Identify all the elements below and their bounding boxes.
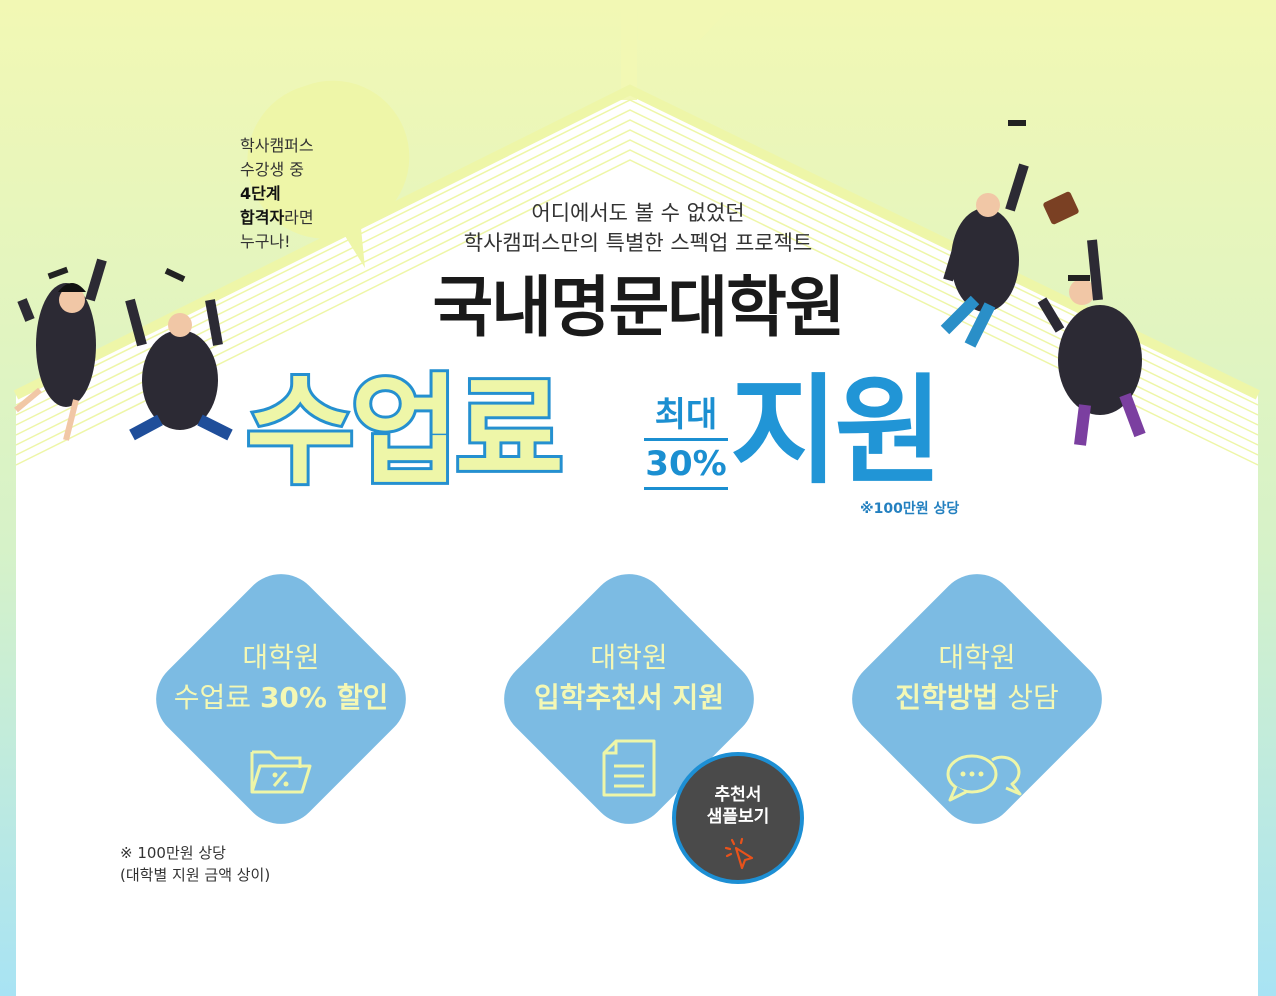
card-title-strong: 30% 할인	[259, 681, 389, 714]
card-title-line1: 대학원	[590, 641, 668, 674]
bubble-strong: 합격자	[240, 208, 285, 227]
cta-line1: 추천서	[714, 785, 762, 805]
footnote-line1: ※ 100만원 상당	[120, 844, 226, 862]
card-title-plain: 수업료	[173, 681, 260, 714]
card-title-strong: 진학방법	[895, 681, 999, 714]
card-title-recommendation: 대학원 입학추천서 지원	[469, 638, 789, 718]
footnote: ※ 100만원 상당 (대학별 지원 금액 상이)	[120, 842, 270, 886]
graduate-illustration-left	[14, 258, 233, 441]
max-label-line2: 30%	[644, 441, 728, 490]
recommendation-sample-button[interactable]: 추천서 샘플보기	[672, 752, 804, 884]
benefit-card-recommendation[interactable]	[470, 540, 788, 858]
graduate-illustration-right	[940, 120, 1146, 446]
cta-line2: 샘플보기	[706, 807, 770, 827]
footnote-line2: (대학별 지원 금액 상이)	[120, 866, 271, 884]
card-title-line1: 대학원	[242, 641, 320, 674]
card-title-plain: 상담	[998, 681, 1059, 714]
intro-line-2: 학사캠퍼스만의 특별한 스펙업 프로젝트	[463, 231, 813, 255]
folder-percent-icon	[250, 750, 312, 794]
bubble-line: 수강생 중	[240, 160, 304, 179]
tuition-word: 수업료	[243, 362, 567, 500]
card-title-tuition: 대학원 수업료 30% 할인	[121, 638, 441, 718]
bubble-line: 학사캠퍼스	[240, 136, 314, 155]
document-icon	[602, 739, 656, 797]
card-title-line1: 대학원	[938, 641, 1016, 674]
value-note: ※100만원 상당	[860, 501, 960, 517]
benefit-card-tuition[interactable]	[122, 540, 440, 858]
bubble-strong: 4단계	[240, 184, 281, 203]
max-discount-label: 최대 30%	[644, 392, 728, 490]
bubble-line: 라면	[284, 208, 314, 227]
card-title-strong: 입학추천서 지원	[533, 681, 725, 714]
speech-bubble: 학사캠퍼스 수강생 중 4단계 합격자라면 누구나!	[240, 134, 360, 254]
intro-text: 어디에서도 볼 수 없었던 학사캠퍼스만의 특별한 스펙업 프로젝트	[380, 198, 896, 258]
card-title-consulting: 대학원 진학방법 상담	[817, 638, 1137, 718]
benefit-card-consulting[interactable]	[818, 540, 1136, 858]
chat-bubbles-icon	[946, 754, 1022, 802]
cursor-click-icon	[724, 837, 754, 870]
max-label-line1: 최대	[644, 392, 728, 441]
intro-line-1: 어디에서도 볼 수 없었던	[531, 201, 745, 225]
support-word: 지원	[730, 362, 943, 500]
bubble-line: 누구나!	[240, 232, 291, 251]
page-title: 국내명문대학원	[432, 269, 845, 346]
